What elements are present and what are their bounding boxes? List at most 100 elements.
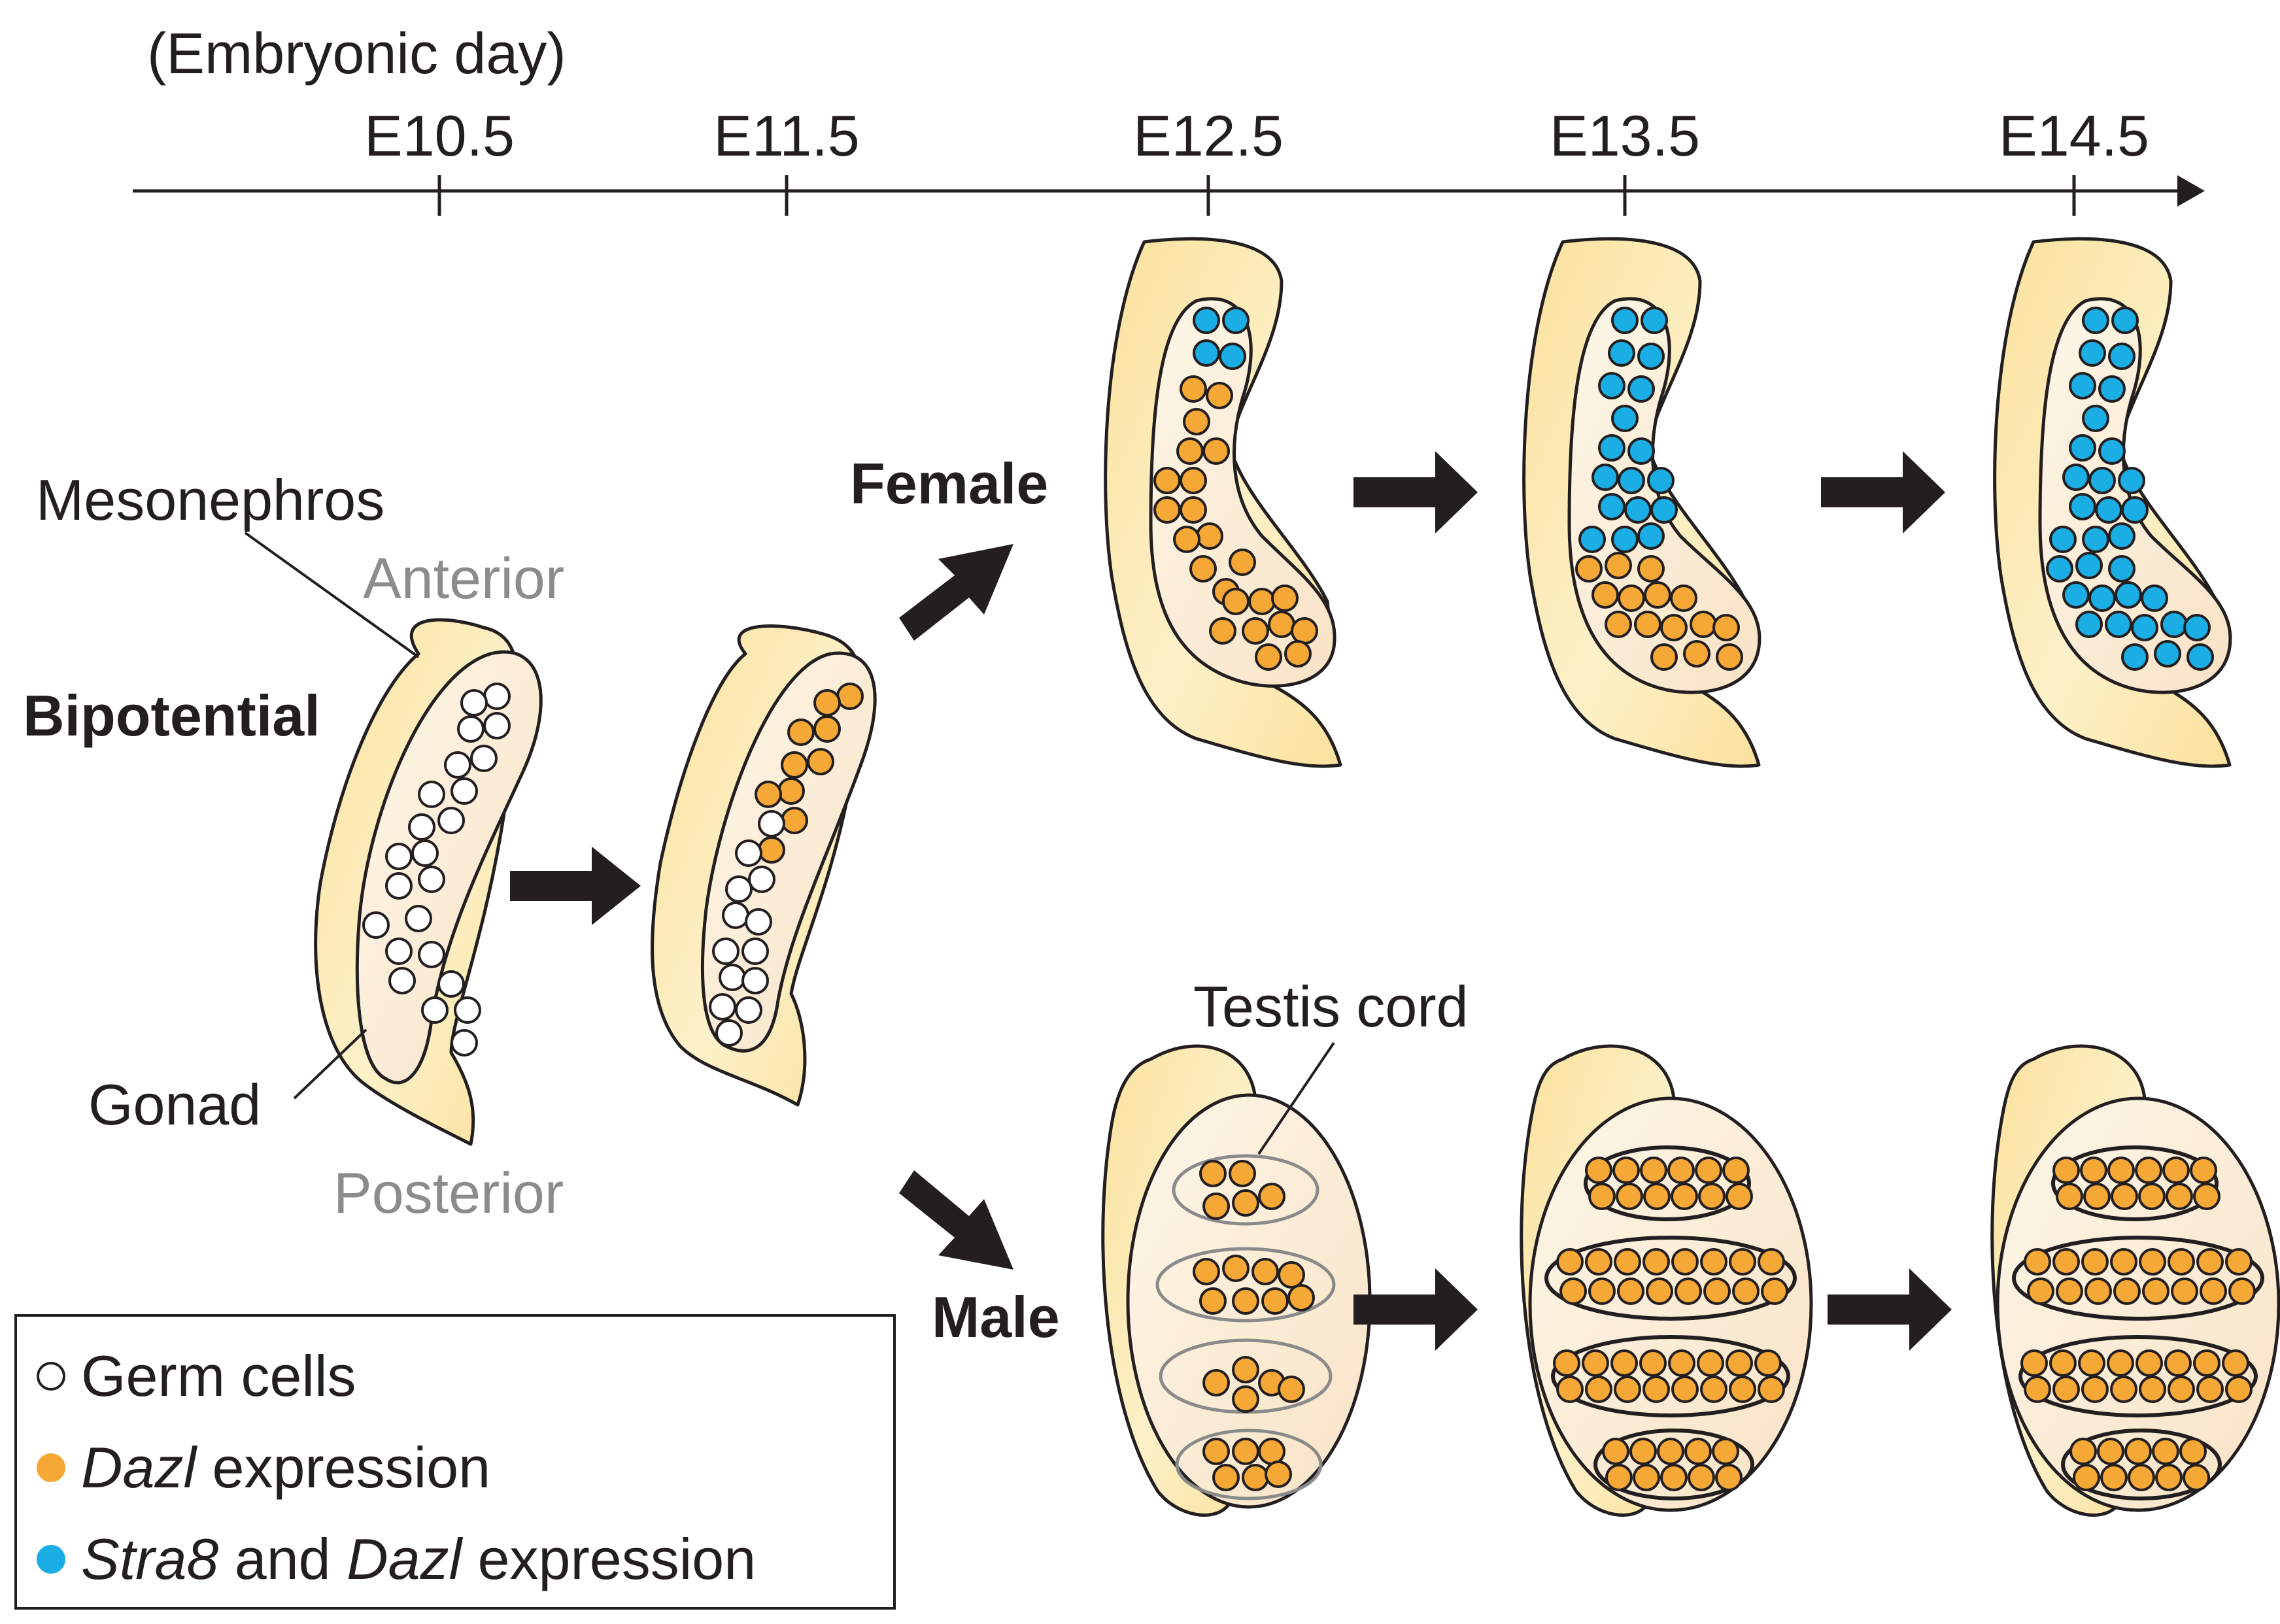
dazl-cell: [1222, 588, 1250, 615]
legend-and: and: [218, 1527, 347, 1591]
dazl-cell: [1209, 617, 1236, 645]
stra8-dazl-cell: [1611, 405, 1639, 432]
germ-cell: [725, 875, 753, 903]
dazl-cell: [2200, 1277, 2227, 1305]
dazl-cell: [1633, 1464, 1660, 1491]
dazl-cell: [1726, 1183, 1753, 1210]
dazl-cell: [1261, 1287, 1289, 1315]
dazl-cell: [2139, 1376, 2166, 1403]
dazl-cell: [1617, 1277, 1644, 1305]
dazl-cell: [1189, 555, 1217, 583]
stra8-dazl-swatch-icon: [37, 1545, 65, 1574]
testis-cords-male-e12-5: [1155, 1154, 1336, 1500]
germ-cell: [758, 810, 785, 837]
dazl-cell: [2073, 1464, 2100, 1491]
legend-dazl-suffix: expression: [196, 1435, 491, 1500]
stra8-dazl-cell: [2118, 467, 2145, 494]
dazl-cell: [2083, 1183, 2111, 1210]
legend-label-dazl: Dazl expression: [81, 1434, 490, 1501]
stra8-dazl-cell: [2082, 526, 2109, 553]
dazl-cell: [1202, 1438, 1230, 1465]
testis-cords-male-e14-5: [2012, 1145, 2264, 1500]
dazl-cell: [2155, 1464, 2183, 1491]
stra8-dazl-cell: [2069, 434, 2096, 462]
dazl-cell: [1193, 1258, 1220, 1285]
dazl-cell: [2111, 1183, 2138, 1210]
timeline-arrowhead: [2177, 175, 2205, 207]
dazl-cell: [781, 807, 808, 834]
germ-cell: [719, 964, 746, 991]
dazl-cell: [1616, 1183, 1643, 1210]
dazl-cell: [2225, 1248, 2253, 1276]
stra8-dazl-cell: [1591, 464, 1619, 491]
dazl-cell: [2080, 1157, 2107, 1184]
dazl-cell: [1222, 1255, 1250, 1282]
dazl-cell: [781, 751, 808, 779]
stra8-dazl-cell: [1598, 372, 1625, 399]
dazl-cell: [2081, 1376, 2109, 1403]
dazl-cell: [1700, 1376, 1727, 1403]
dazl-cell: [2228, 1277, 2256, 1305]
dazl-cell: [2183, 1464, 2210, 1491]
germ-cells-female-e13-5: [1575, 307, 1743, 671]
dazl-cell: [2056, 1183, 2083, 1210]
stra8-dazl-cell: [2108, 343, 2135, 370]
dazl-cell: [1642, 1248, 1670, 1276]
stra8-dazl-cell: [1618, 467, 1645, 494]
dazl-cell: [2179, 1438, 2207, 1465]
dazl-cell: [1242, 1464, 1269, 1491]
dazl-cell: [2196, 1248, 2224, 1276]
dazl-cell: [1670, 584, 1697, 612]
legend-item-germ-cells: Germ cells: [37, 1343, 356, 1410]
dazl-cell: [1643, 1183, 1671, 1210]
dazl-cell: [1582, 1349, 1609, 1377]
dazl-cell: [2138, 1183, 2166, 1210]
dazl-cell: [1153, 496, 1181, 524]
legend-label-stra8-dazl: Stra8 and Dazl expression: [81, 1526, 756, 1593]
dazl-cell: [1758, 1248, 1785, 1276]
legend-label-germ-cells: Germ cells: [81, 1344, 356, 1408]
dazl-cell: [2078, 1349, 2105, 1377]
label-mesonephros: Mesonephros: [36, 467, 384, 532]
germ-cells-female-e14-5: [2046, 307, 2214, 671]
dazl-cell: [1695, 1157, 1722, 1184]
dazl-cell: [1212, 1464, 1240, 1491]
stra8-dazl-cell: [1578, 526, 1606, 553]
germ-cell: [748, 866, 775, 893]
dazl-cell: [1202, 437, 1230, 465]
dazl-cell: [1284, 640, 1312, 668]
timeline-ticks: E10.5 E11.5 E12.5 E13.5 E14.5: [364, 103, 2149, 216]
stra8-dazl-cell: [2105, 611, 2132, 638]
dazl-cell: [1588, 1183, 1616, 1210]
testis-cord: [1593, 1429, 1754, 1500]
female-e14-5: [1993, 237, 2232, 768]
dazl-cell: [2139, 1248, 2166, 1276]
dazl-cell: [807, 748, 834, 775]
stra8-dazl-cell: [1611, 526, 1639, 553]
dazl-cell: [1232, 1356, 1259, 1383]
stra8-dazl-cell: [1627, 375, 1655, 403]
stra8-dazl-cell: [1641, 307, 1668, 334]
stra8-dazl-cell: [2154, 640, 2181, 668]
dazl-cell: [2113, 1277, 2141, 1305]
dazl-cell: [1248, 588, 1276, 615]
legend-gene-dazl-2: Dazl: [347, 1527, 462, 1591]
stra8-dazl-cell: [2075, 552, 2103, 579]
dazl-cell: [1754, 1349, 1782, 1377]
stra8-dazl-cell: [2183, 614, 2211, 641]
stra8-dazl-cell: [2098, 375, 2126, 403]
dazl-cell: [1634, 611, 1661, 638]
germ-cell: [454, 996, 481, 1024]
dazl-cell: [813, 689, 841, 717]
germ-cell: [408, 813, 435, 841]
germ-cell: [735, 996, 762, 1024]
dazl-cell: [1176, 437, 1204, 465]
dazl-cell: [2097, 1438, 2124, 1465]
bipotential-gonad: [314, 618, 543, 1146]
dazl-cell: [1602, 1438, 1629, 1465]
dazl-cell: [2171, 1277, 2198, 1305]
dazl-cell: [777, 777, 805, 805]
dazl-cell: [2107, 1349, 2134, 1377]
arrow-female-e12-to-e13: [1353, 451, 1478, 533]
